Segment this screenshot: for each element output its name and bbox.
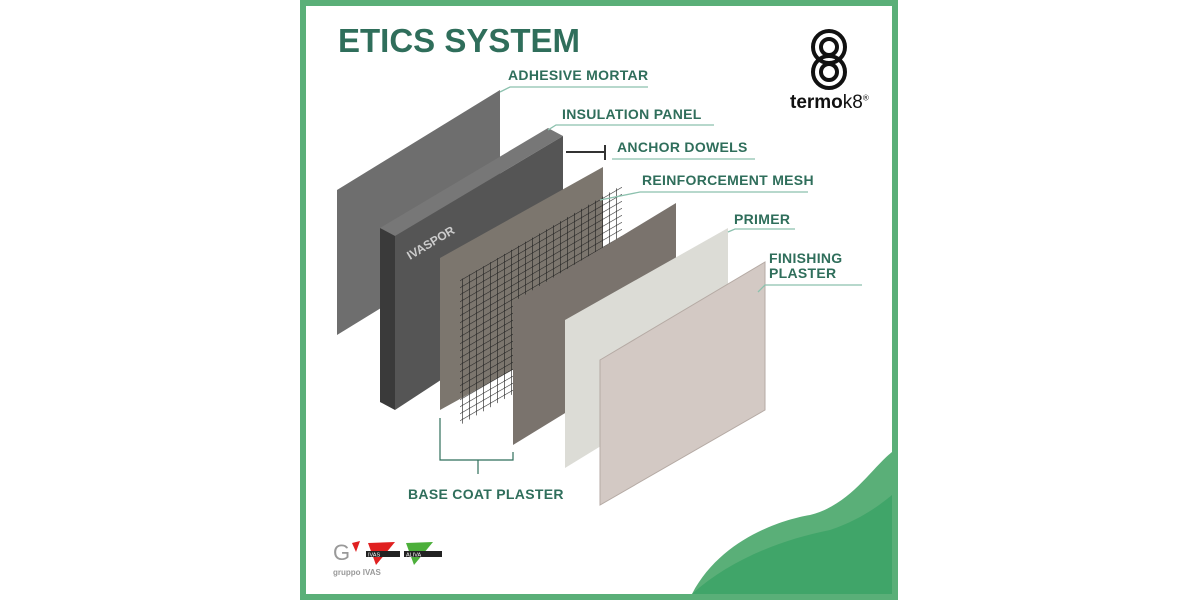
brand-mark: ® [862, 93, 869, 103]
label-plaster: PLASTER [769, 265, 837, 281]
label-finishing: FINISHING [769, 250, 843, 266]
termok8-logo-icon [811, 29, 847, 90]
brand-bold: termo [790, 92, 843, 113]
insulation-side [380, 228, 395, 410]
label-base-coat-plaster: BASE COAT PLASTER [408, 486, 564, 502]
brand-wordmark: termok8® [790, 92, 869, 114]
base-coat-bracket [439, 418, 514, 461]
footer-logo-text: IVAS [368, 553, 380, 559]
page-title: ETICS SYSTEM [338, 22, 581, 59]
label-reinforcement-mesh: REINFORCEMENT MESH [642, 172, 814, 188]
finishing-plaster-layer [599, 261, 766, 506]
label-insulation-panel: INSULATION PANEL [562, 106, 702, 122]
green-wave-dark [692, 495, 892, 594]
footer-logos: G gruppo IVAS IVAS ALIVA [333, 540, 442, 577]
label-anchor-dowels: ANCHOR DOWELS [617, 139, 748, 155]
footer-logo-text: ALIVA [406, 553, 422, 559]
insulation-top [380, 128, 563, 236]
label-adhesive-mortar: ADHESIVE MORTAR [508, 67, 649, 83]
label-primer: PRIMER [734, 211, 791, 227]
footer-logo-text: gruppo IVAS [333, 568, 382, 577]
brand-light: k8 [842, 92, 863, 113]
leader-lines [499, 86, 862, 293]
svg-text:G: G [333, 540, 350, 565]
